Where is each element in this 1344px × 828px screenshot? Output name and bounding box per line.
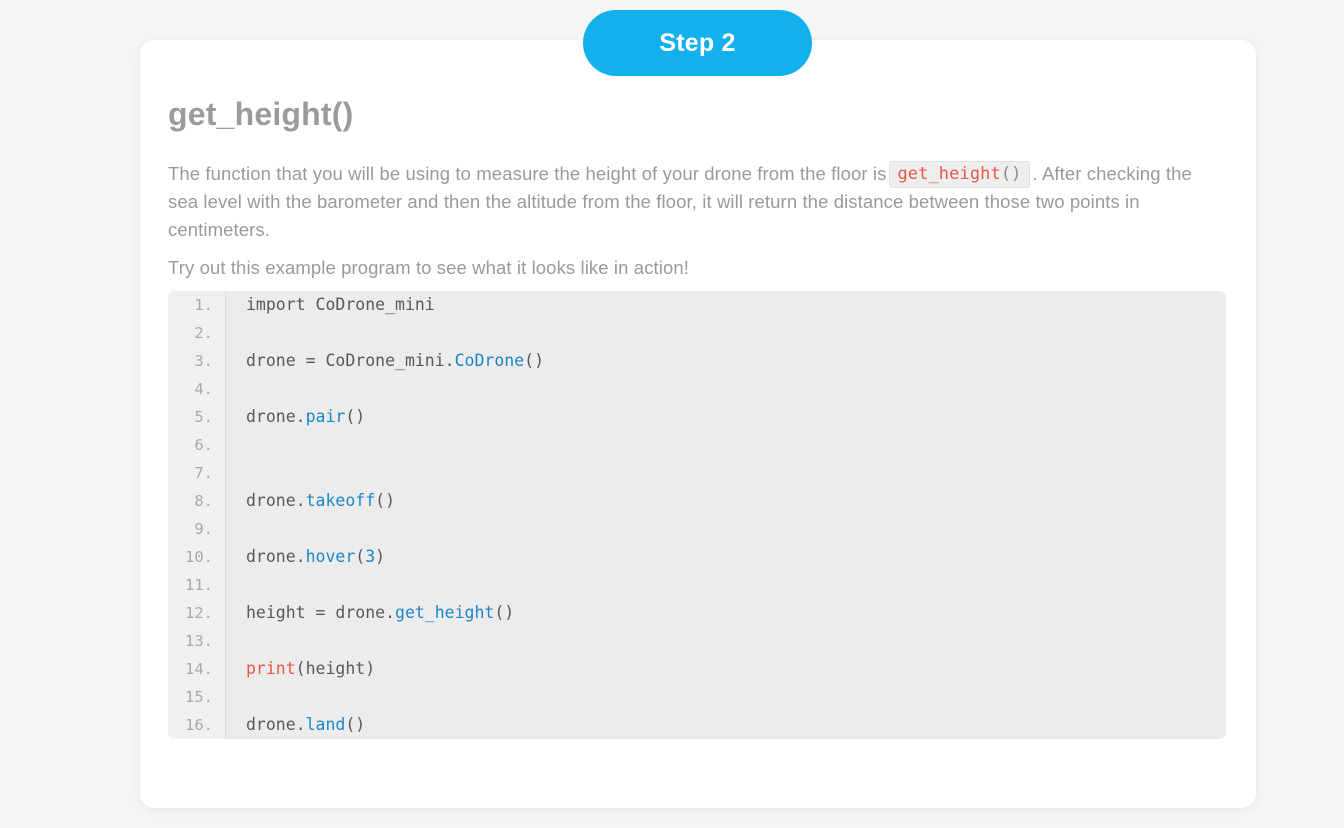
line-number: 8. — [168, 487, 226, 515]
code-line-text: height = drone.get_height() — [226, 599, 514, 627]
line-number: 5. — [168, 403, 226, 431]
code-line-text: drone.hover(3) — [226, 543, 385, 571]
inline-code-get-height: get_height() — [889, 161, 1030, 188]
code-token: get_height — [395, 603, 495, 622]
code-token: import CoDrone_mini — [246, 295, 435, 314]
code-token: () — [345, 715, 366, 734]
line-number: 3. — [168, 347, 226, 375]
step-badge: Step 2 — [583, 10, 812, 76]
line-number: 16. — [168, 711, 226, 739]
code-token: drone = CoDrone_mini. — [246, 351, 455, 370]
line-number: 13. — [168, 627, 226, 655]
code-token: land — [305, 715, 346, 734]
code-line: 2. — [168, 319, 1226, 347]
code-line-text: import CoDrone_mini — [226, 291, 435, 319]
code-token: (height) — [295, 659, 376, 678]
code-token: takeoff — [305, 491, 376, 510]
inline-code-parens: () — [1000, 164, 1022, 184]
intro-text-before: The function that you will be using to m… — [168, 163, 887, 184]
code-token: drone. — [246, 491, 306, 510]
page-title: get_height() — [168, 96, 354, 132]
code-line: 1. import CoDrone_mini — [168, 291, 1226, 319]
code-line: 13. — [168, 627, 1226, 655]
code-line-text: drone = CoDrone_mini.CoDrone() — [226, 347, 544, 375]
code-token: pair — [305, 407, 346, 426]
line-number: 6. — [168, 431, 226, 459]
code-line: 10.drone.hover(3) — [168, 543, 1226, 571]
intro-paragraph: The function that you will be using to m… — [168, 160, 1218, 244]
code-token: ( — [355, 547, 366, 566]
code-line: 6. — [168, 431, 1226, 459]
code-line: 16.drone.land() — [168, 711, 1226, 739]
code-line: 5.drone.pair() — [168, 403, 1226, 431]
code-line: 11. — [168, 571, 1226, 599]
code-token: 3 — [365, 547, 376, 566]
line-number: 10. — [168, 543, 226, 571]
code-token: () — [345, 407, 366, 426]
code-token: () — [375, 491, 396, 510]
line-number: 9. — [168, 515, 226, 543]
code-line: 14.print(height) — [168, 655, 1226, 683]
code-line-text: print(height) — [226, 655, 375, 683]
code-token: height = drone. — [246, 603, 396, 622]
code-line-text: drone.land() — [226, 711, 365, 739]
line-number: 12. — [168, 599, 226, 627]
line-number: 1. — [168, 291, 226, 319]
line-number: 4. — [168, 375, 226, 403]
code-token: drone. — [246, 715, 306, 734]
code-token: drone. — [246, 547, 306, 566]
code-token: () — [524, 351, 545, 370]
code-line: 8.drone.takeoff() — [168, 487, 1226, 515]
line-number: 14. — [168, 655, 226, 683]
intro-text-after: . After checking the sea level with the … — [168, 163, 1192, 240]
line-number: 2. — [168, 319, 226, 347]
code-line: 3.drone = CoDrone_mini.CoDrone() — [168, 347, 1226, 375]
code-token: hover — [305, 547, 356, 566]
code-line: 7. — [168, 459, 1226, 487]
line-number: 15. — [168, 683, 226, 711]
code-line: 9. — [168, 515, 1226, 543]
code-token: ) — [375, 547, 386, 566]
code-token: print — [246, 659, 296, 678]
code-line: 4. — [168, 375, 1226, 403]
line-number: 7. — [168, 459, 226, 487]
code-token: CoDrone — [454, 351, 525, 370]
inline-code-name: get_height — [897, 164, 1001, 184]
code-token: () — [494, 603, 515, 622]
line-number: 11. — [168, 571, 226, 599]
try-it-paragraph: Try out this example program to see what… — [168, 257, 689, 278]
code-line-text: drone.pair() — [226, 403, 365, 431]
code-line-text: drone.takeoff() — [226, 487, 395, 515]
code-token: drone. — [246, 407, 306, 426]
code-line: 12.height = drone.get_height() — [168, 599, 1226, 627]
code-line: 15. — [168, 683, 1226, 711]
